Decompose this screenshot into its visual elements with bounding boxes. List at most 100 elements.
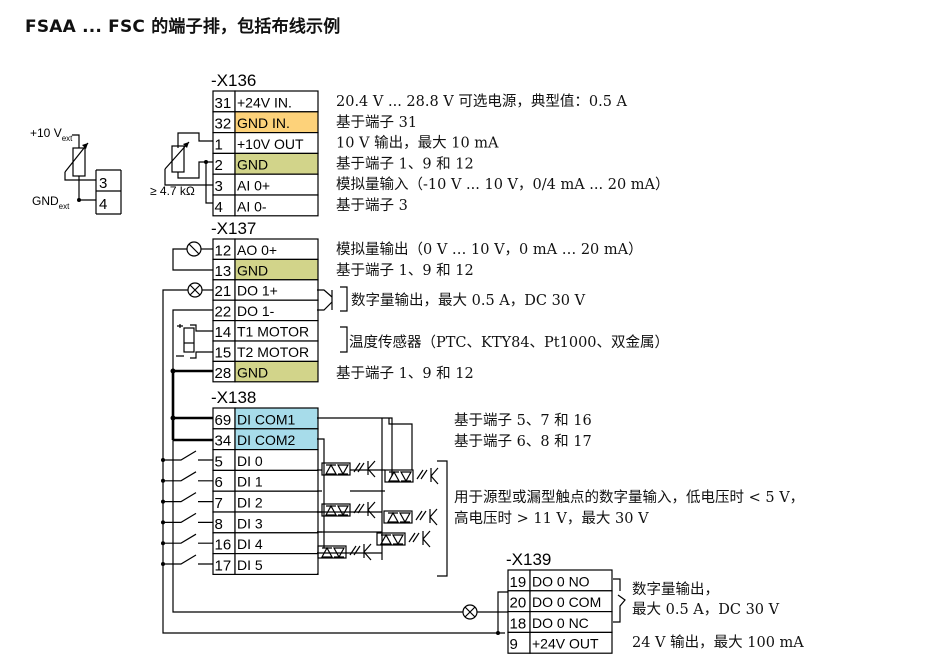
terminal-number: 18 (510, 615, 527, 632)
terminal-signal: DI 3 (237, 515, 263, 531)
terminal-desc-1: 10 V 输出，最大 10 mA (336, 135, 499, 152)
terminal-row-1[interactable]: 1 +10V OUT (212, 132, 319, 155)
terminal-desc-28: 基于端子 1、9 和 12 (336, 365, 474, 382)
pot-resistance-label: ≥ 4.7 kΩ (150, 184, 195, 198)
terminal-signal: GND (237, 262, 268, 278)
x139-wiring (172, 440, 508, 635)
terminal-number: 1 (215, 136, 223, 153)
ext-terminal-3: 3 (99, 175, 107, 192)
terminal-number: 22 (215, 304, 232, 321)
terminal-number: 14 (215, 324, 232, 341)
terminal-signal-cell (234, 552, 319, 575)
block-label: -X137 (211, 219, 256, 238)
terminal-row-2[interactable]: 2 GND (212, 152, 319, 175)
arrow-icon (82, 143, 88, 149)
page-title: FSAA ... FSC 的端子排，包括布线示例 (25, 17, 341, 37)
do0-desc-line2: 最大 0.5 A，DC 30 V (632, 601, 780, 618)
terminal-desc-34: 基于端子 6、8 和 17 (454, 433, 592, 450)
optocoupler-icon (321, 501, 376, 519)
terminal-signal: AO 0+ (237, 242, 277, 258)
internal-potentiometer: ≥ 4.7 kΩ (150, 132, 213, 204)
terminal-row-5[interactable]: 5 DI 0 (212, 449, 319, 472)
optocoupler-icon (384, 467, 439, 485)
optocoupler-icon (321, 460, 376, 478)
terminal-number: 2 (215, 157, 223, 174)
di-desc-line1: 用于源型或漏型触点的数字量输入，低电压时 < 5 V， (454, 489, 804, 506)
terminal-number: 20 (510, 595, 527, 612)
terminal-signal: DI 2 (237, 495, 263, 511)
terminal-number: 31 (215, 95, 232, 112)
gnd-ext-label: GNDext (32, 194, 70, 211)
terminal-number: 69 (215, 412, 232, 429)
optocoupler-icon (317, 543, 372, 561)
terminal-number: 8 (215, 516, 223, 533)
terminal-row-16[interactable]: 16 DI 4 (212, 532, 319, 555)
terminal-desc-2: 基于端子 1、9 和 12 (336, 155, 474, 172)
terminal-number: 9 (510, 636, 518, 653)
terminal-number: 5 (215, 453, 223, 470)
switch-icon (163, 554, 213, 565)
brackets (340, 286, 626, 623)
terminal-row-28[interactable]: 28 GND (212, 360, 319, 383)
terminal-row-31[interactable]: 31 +24V IN. (212, 90, 319, 113)
terminal-signal: +10V OUT (237, 136, 304, 152)
terminal-row-7[interactable]: 7 DI 2 (212, 490, 319, 513)
ext-terminal-4: 4 (99, 196, 107, 213)
switch-icon (163, 450, 213, 461)
switch-icon (163, 492, 213, 503)
terminal-signal: DI 1 (237, 474, 263, 490)
di-desc-line2: 高电压时 > 11 V，最大 30 V (454, 510, 649, 527)
terminal-number: 16 (215, 537, 232, 554)
terminal-signal-cell (529, 631, 613, 654)
terminal-signal-cell (234, 360, 319, 383)
terminal-desc-13: 基于端子 1、9 和 12 (336, 262, 474, 279)
terminal-signal: DI 4 (237, 536, 263, 552)
terminal-signal: DI COM2 (237, 432, 296, 448)
terminal-number: 7 (215, 495, 223, 512)
vext-label: +10 Vext (30, 126, 73, 143)
terminal-signal: AI 0- (237, 198, 267, 214)
terminal-desc-69: 基于端子 5、7 和 16 (454, 412, 592, 429)
di-switches (161, 450, 213, 566)
terminal-signal: DI COM1 (237, 411, 296, 427)
terminal-signal: DI 5 (237, 557, 263, 573)
terminal-signal: +24V IN. (237, 94, 292, 110)
terminal-row-9[interactable]: 9+24V OUT (507, 631, 613, 654)
opto-wiring (317, 417, 413, 575)
terminal-desc-9: 24 V 输出，最大 100 mA (632, 634, 804, 651)
terminal-row-69[interactable]: 69 DI COM1 (212, 407, 319, 430)
terminal-desc-3: 模拟量输入（-10 V ... 10 V，0/4 mA ... 20 mA） (336, 176, 670, 193)
terminal-signal: GND (237, 364, 268, 380)
terminal-row-8[interactable]: 8 DI 3 (212, 511, 319, 534)
terminal-signal: T2 MOTOR (237, 344, 309, 360)
terminal-number: 28 (215, 365, 232, 382)
terminal-signal: GND (237, 157, 268, 173)
terminal-desc-12: 模拟量输出（0 V … 10 V，0 mA … 20 mA） (336, 241, 643, 258)
terminal-number: 32 (215, 116, 232, 133)
terminal-number: 19 (510, 574, 527, 591)
switch-icon (163, 471, 213, 482)
switch-icon (163, 512, 213, 523)
terminal-signal: DI 0 (237, 453, 263, 469)
terminal-desc-32: 基于端子 31 (336, 114, 417, 131)
